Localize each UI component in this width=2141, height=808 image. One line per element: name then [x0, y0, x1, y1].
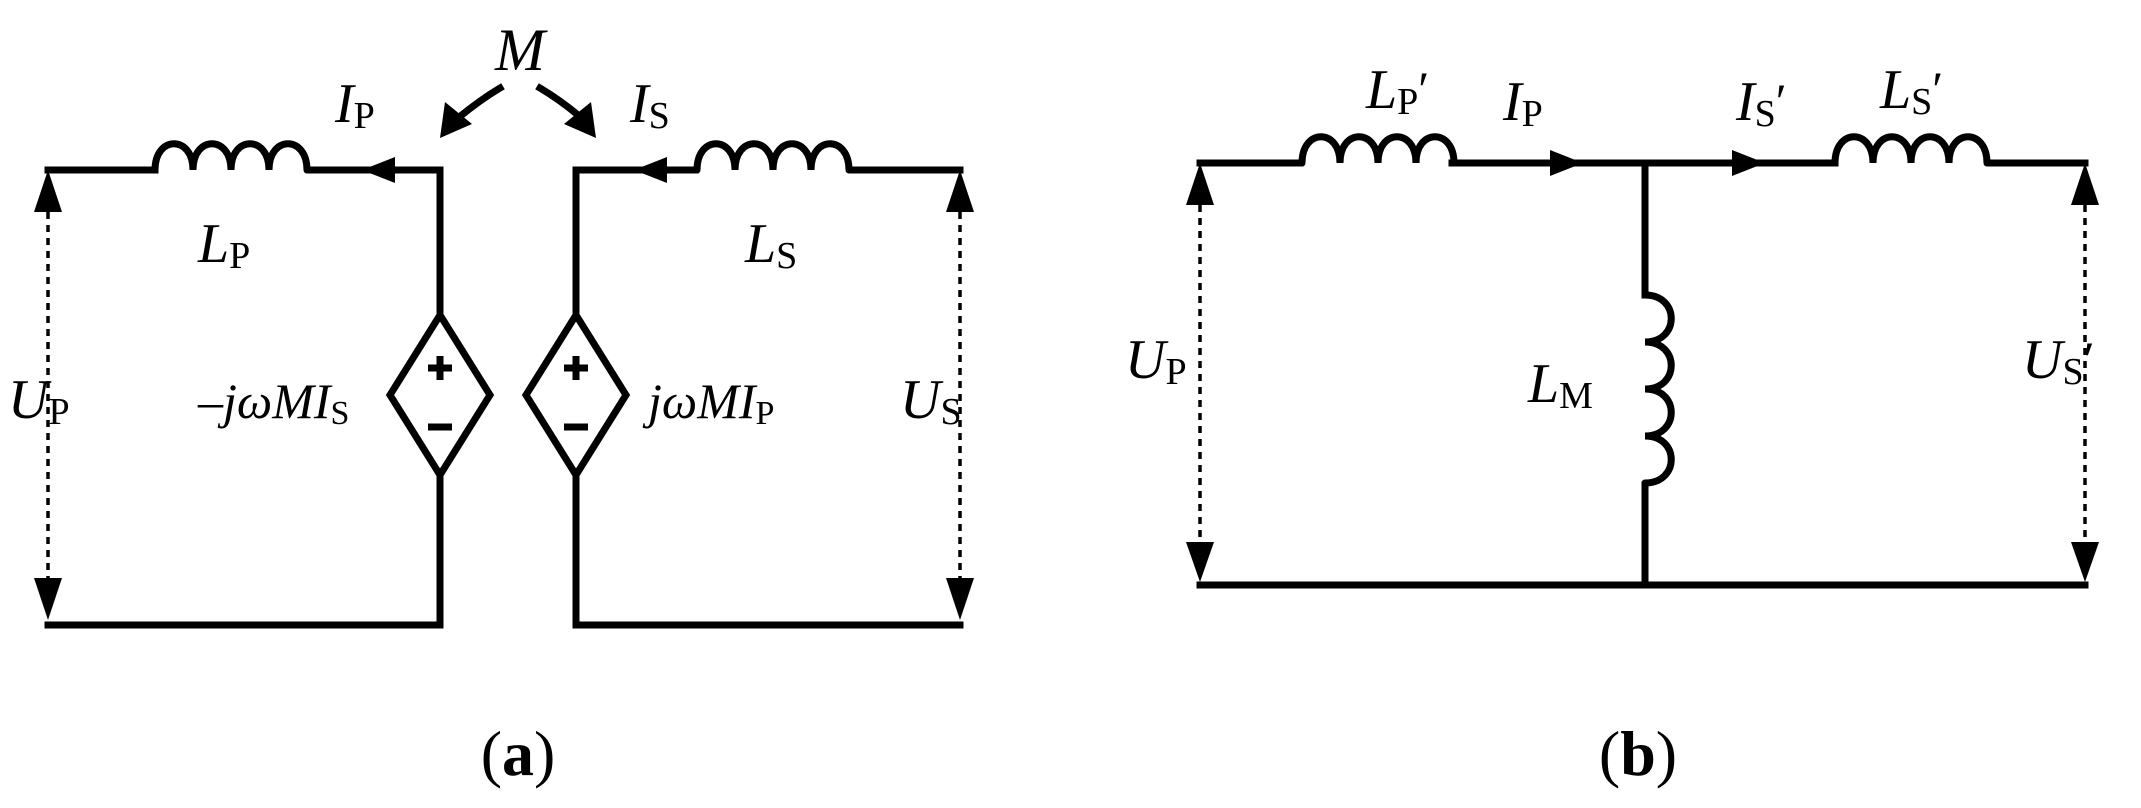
- label-up-a: UP: [8, 369, 70, 433]
- panel-a: M IP IS LP LS UP US –jωMIS jωMIP (a): [8, 17, 974, 789]
- current-arrow-is: [634, 157, 667, 183]
- primary-loop-wires: [44, 166, 444, 629]
- current-arrow-ip-b: [1550, 150, 1583, 176]
- plus-sign-right: [564, 356, 588, 380]
- mutual-arrow-right-shaft: [535, 83, 583, 120]
- voltage-arrow-us-b: [2071, 163, 2099, 582]
- dependent-source-left: [385, 308, 495, 482]
- label-source-right: jωMIP: [642, 373, 774, 432]
- secondary-bottom-wire: [572, 476, 964, 629]
- t-network-wires: [1196, 159, 2089, 589]
- label-us-a: US: [900, 369, 962, 433]
- panel-b: LP′ IP IS′ LS′ UP LM US′ (b): [1125, 59, 2099, 789]
- label-ls-a: LS: [744, 213, 797, 277]
- caption-b: (b): [1599, 718, 1677, 789]
- voltage-arrow-up-b: [1186, 163, 1214, 582]
- source-diamond-left: [385, 308, 495, 482]
- mutual-arrow-left-head: [440, 102, 472, 138]
- mutual-arrow-right-head: [564, 102, 596, 138]
- current-arrow-is-b: [1732, 150, 1765, 176]
- leakage-inductor-secondary-coil: [1831, 133, 1991, 167]
- caption-a: (a): [481, 718, 556, 789]
- label-ls-prime: LS′: [1879, 59, 1943, 123]
- mutual-coupling-arrows: [440, 83, 596, 138]
- secondary-inductor-coil: [693, 140, 853, 174]
- primary-top-wire-right: [306, 166, 444, 314]
- label-up-b: UP: [1125, 329, 1187, 393]
- label-source-left: –jωMIS: [197, 373, 349, 432]
- label-is-a: IS: [629, 73, 670, 137]
- voltage-arrow-up: [34, 170, 62, 620]
- label-us-prime: US′: [2022, 329, 2095, 393]
- magnetizing-inductor-coil: [1641, 291, 1675, 487]
- leakage-inductor-primary-coil: [1298, 133, 1458, 167]
- label-lm: LM: [1527, 353, 1593, 417]
- label-is-prime: IS′: [1735, 71, 1787, 135]
- mutual-arrow-left-shaft: [453, 83, 505, 123]
- plus-sign-left: [428, 356, 452, 380]
- primary-inductor-coil: [151, 140, 311, 174]
- primary-bottom-wire: [44, 476, 444, 629]
- mutual-inductance-label: M: [494, 17, 548, 83]
- label-lp-prime: LP′: [1365, 59, 1429, 123]
- label-ip-b: IP: [1502, 71, 1543, 135]
- label-ip-a: IP: [334, 73, 375, 137]
- label-lp-a: LP: [197, 213, 250, 277]
- secondary-top-wire-left: [572, 166, 699, 314]
- current-arrow-ip: [362, 157, 395, 183]
- voltage-arrow-us: [946, 170, 974, 620]
- dependent-source-right: [521, 308, 631, 482]
- source-diamond-right: [521, 308, 631, 482]
